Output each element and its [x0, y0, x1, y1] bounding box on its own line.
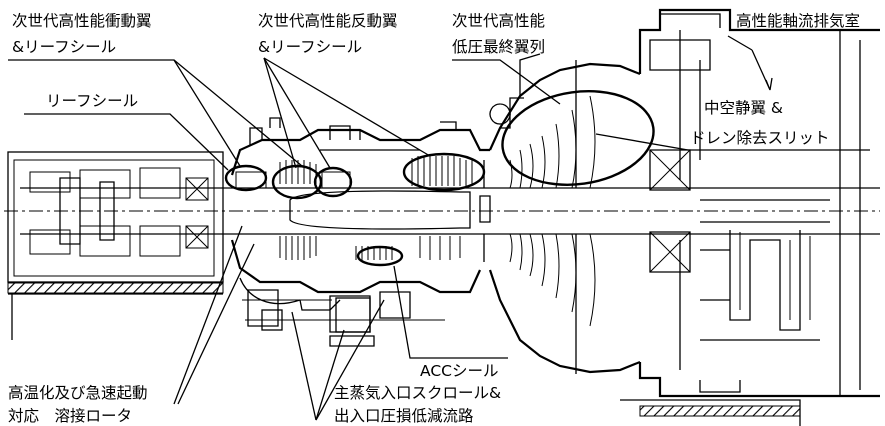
label-low-loss-flowpath: 出入口圧損低減流路	[334, 407, 474, 425]
label-welded-rotor-line1: 高温化及び急速起動	[8, 384, 148, 402]
label-steam-inlet-scroll: 主蒸気入口スクロール&	[334, 384, 501, 402]
front-bearing-housing	[7, 151, 224, 340]
leaf-seal-ellipse-left	[224, 164, 268, 192]
label-lp-next-gen: 次世代高性能	[452, 12, 545, 30]
annotation-labels: 次世代高性能衝動翼 &リーフシール 次世代高性能反動翼 &リーフシール 次世代高…	[8, 12, 860, 425]
hp-ip-casing	[230, 117, 490, 347]
lp-last-stage-ellipse	[501, 90, 655, 186]
leaf-seal-ellipse-mid	[313, 166, 353, 198]
label-leaf-seal: リーフシール	[46, 92, 138, 110]
label-lp-last-stage: 低圧最終翼列	[452, 38, 545, 56]
reaction-blade-ellipse	[402, 152, 486, 192]
ip-reaction-blades	[355, 156, 473, 260]
highlight-ellipses	[224, 90, 655, 267]
label-reaction-leaf-seal: &リーフシール	[258, 38, 362, 56]
label-impulse-blade: 次世代高性能衝動翼	[12, 12, 152, 30]
label-reaction-blade: 次世代高性能反動翼	[258, 12, 398, 30]
rotor-shaft	[20, 177, 880, 245]
label-acc-seal: ACCシール	[420, 362, 498, 380]
leader-lines	[8, 35, 870, 421]
impulse-blade-ellipse	[271, 164, 323, 200]
lp-turbine	[479, 53, 641, 374]
label-impulse-leaf-seal: &リーフシール	[12, 38, 116, 56]
label-hollow-stator: 中空静翼 &	[704, 99, 783, 117]
acc-seal-ellipse	[356, 245, 404, 267]
label-drain-slit: ドレン除去スリット	[690, 129, 830, 147]
exhaust-hood	[620, 8, 880, 426]
label-welded-rotor-line2: 対応 溶接ロータ	[8, 407, 132, 425]
label-axial-exhaust-hood: 高性能軸流排気室	[736, 12, 860, 30]
